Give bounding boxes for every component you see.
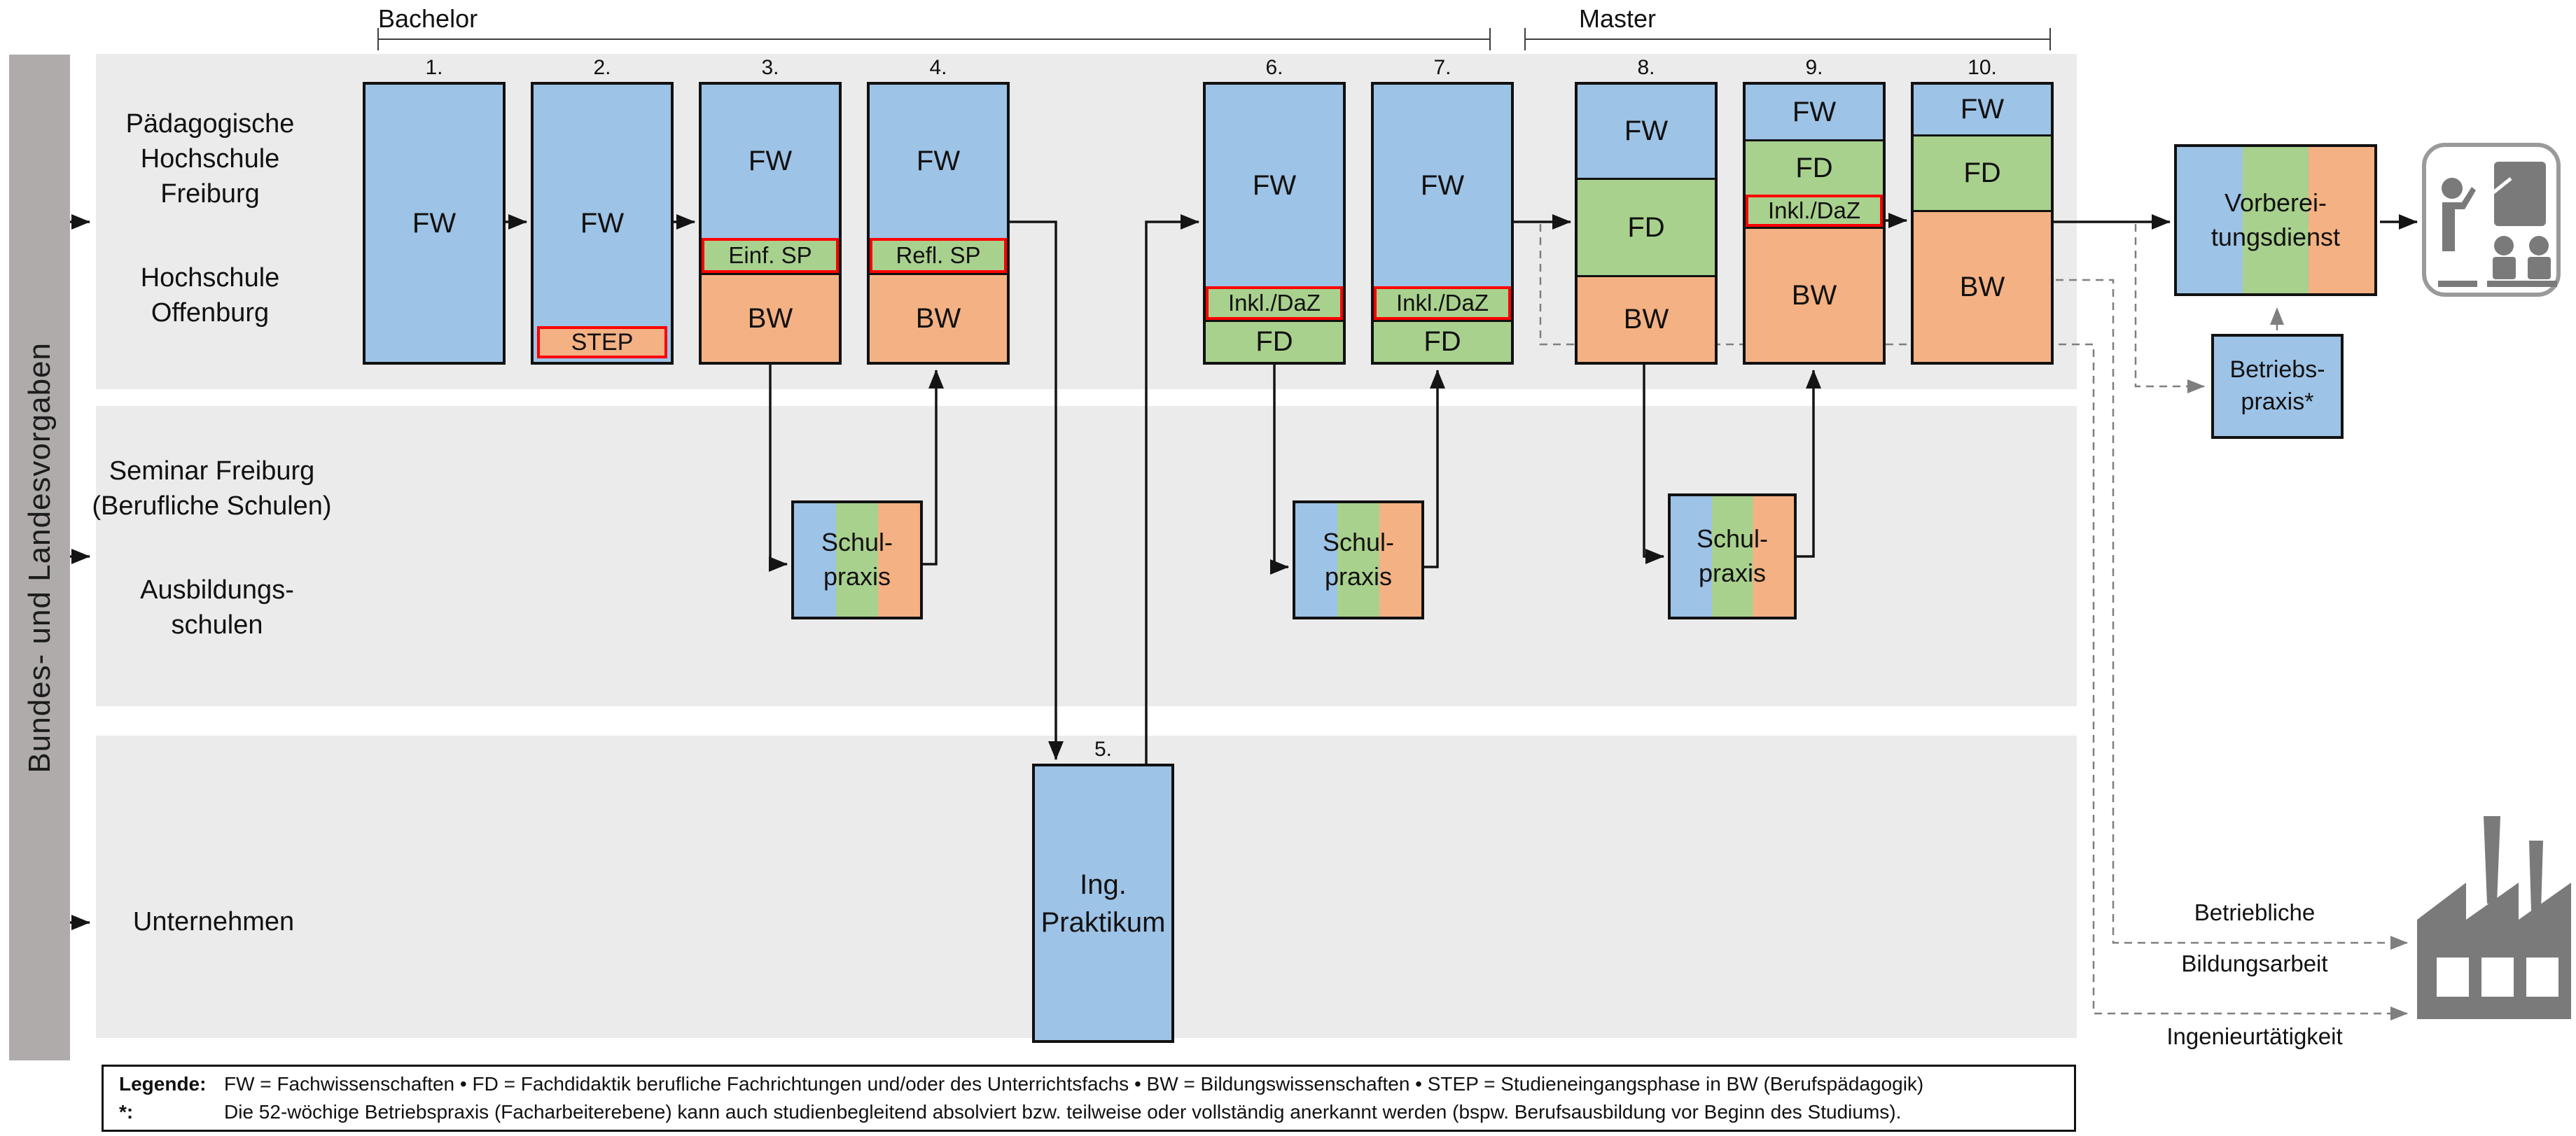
legend-title: Legende:: [119, 1072, 207, 1095]
column-number-6: 6.: [1265, 56, 1283, 79]
schulpraxis-box-2: Schul- praxis: [1293, 500, 1424, 619]
segment-fd: FD: [1914, 134, 2051, 210]
column-number-9: 9.: [1805, 56, 1823, 79]
segment-bw: BW: [870, 273, 1007, 362]
segment-fd: FD: [1374, 320, 1511, 362]
inkl-daz-box: Inkl./DaZ: [1746, 195, 1883, 227]
step-box: STEP: [537, 326, 667, 358]
segment-bw: BW: [1914, 210, 2051, 362]
label-ausbildungsschulen: Ausbildungs- schulen: [140, 575, 294, 640]
semester-column-4: FW Refl. SP BW: [867, 82, 1010, 365]
segment-fd: FD: [1206, 320, 1343, 362]
vorbereitungsdienst-box: Vorberei- tungsdienst: [2174, 144, 2377, 296]
segment-fw: FW: [870, 85, 1007, 238]
segment-fw: FW: [365, 85, 503, 362]
inkl-daz-box: Inkl./DaZ: [1374, 286, 1511, 320]
semester-column-10: FW FD BW: [1911, 82, 2054, 365]
segment-fd: FD: [1746, 139, 1883, 195]
label-seminar-freiburg: Seminar Freiburg (Berufliche Schulen): [92, 456, 332, 521]
column-number-8: 8.: [1637, 56, 1655, 79]
semester-column-2: FW STEP: [531, 82, 674, 365]
column-number-10: 10.: [1968, 56, 1997, 79]
segment-fw: FW: [1914, 85, 2051, 134]
teacher-classroom-icon: [2422, 143, 2561, 297]
label-hs-offenburg: Hochschule Offenburg: [140, 263, 280, 328]
ingenieurtaetigkeit-label: Ingenieurtätigkeit: [2166, 1023, 2343, 1049]
column-number-7: 7.: [1433, 56, 1451, 79]
column-number-1: 1.: [425, 56, 443, 79]
label-ph-freiburg: Pädagogische Hochschule Freiburg: [125, 109, 295, 209]
einf-sp-box: Einf. SP: [702, 238, 839, 273]
semester-column-8: FW FD BW: [1575, 82, 1718, 365]
segment-bw: BW: [1746, 227, 1883, 362]
segment-fw: FW: [702, 85, 839, 238]
segment-fw: FW: [1578, 85, 1715, 178]
schulpraxis-box-3: Schul- praxis: [1668, 493, 1797, 619]
column-number-4: 4.: [929, 56, 947, 79]
legend-line1: FW = Fachwissenschaften • FD = Fachdidak…: [224, 1072, 1924, 1095]
segment-bw: BW: [702, 273, 839, 362]
segment-fw: FW: [1374, 85, 1511, 286]
bildungsarbeit-label: Bildungsarbeit: [2181, 951, 2328, 976]
legend-star: *:: [119, 1101, 134, 1123]
semester-column-1: FW: [363, 82, 506, 365]
betriebliche-label: Betriebliche: [2194, 899, 2316, 925]
refl-sp-box: Refl. SP: [870, 238, 1007, 273]
segment-fd: FD: [1578, 178, 1715, 275]
segment-fw: FW: [1206, 85, 1343, 286]
ing-praktikum-box: Ing. Praktikum: [1032, 764, 1174, 1043]
inkl-daz-box: Inkl./DaZ: [1206, 286, 1343, 320]
column-number-3: 3.: [761, 56, 779, 79]
legend-line2: Die 52-wöchige Betriebspraxis (Facharbei…: [224, 1101, 1902, 1123]
semester-column-3: FW Einf. SP BW: [699, 82, 842, 365]
semester-column-6: FW Inkl./DaZ FD: [1203, 82, 1346, 365]
master-bracket-label: Master: [1579, 4, 1657, 33]
schulpraxis-box-1: Schul- praxis: [791, 500, 923, 619]
semester-column-7: FW Inkl./DaZ FD: [1371, 82, 1514, 365]
factory-icon: [2417, 816, 2571, 1019]
column-number-5: 5.: [1094, 738, 1113, 761]
label-unternehmen: Unternehmen: [132, 907, 295, 937]
segment-bw: BW: [1578, 275, 1715, 362]
segment-fw: FW: [1746, 85, 1883, 139]
segment-fw: FW: [534, 85, 671, 362]
bachelor-bracket-label: Bachelor: [378, 4, 478, 33]
sidebar-bar: Bundes- und Landesvorgaben: [9, 55, 70, 1060]
legend-box: Legende: FW = Fachwissenschaften • FD = …: [102, 1065, 2076, 1132]
column-number-2: 2.: [593, 56, 611, 79]
semester-column-9: FW FD Inkl./DaZ BW: [1743, 82, 1886, 365]
betriebspraxis-box: Betriebs- praxis*: [2211, 334, 2344, 439]
